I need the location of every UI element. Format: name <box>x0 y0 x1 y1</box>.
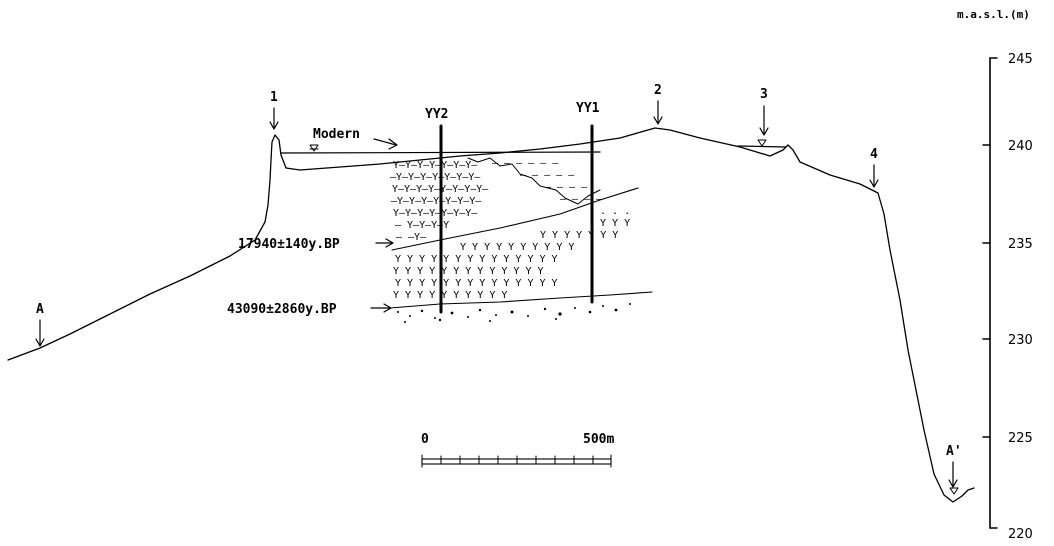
svg-text:— — — — —: — — — — — <box>520 170 575 181</box>
marker-2: 2 <box>653 83 663 125</box>
svg-text:— — — — — —: — — — — — — <box>492 158 559 169</box>
svg-text:Y Y Y Y Y Y Y Y Y Y: Y Y Y Y Y Y Y Y Y Y <box>393 290 507 301</box>
arrow-right-icon <box>375 238 394 248</box>
svg-text:— — — —: — — — — <box>560 194 603 205</box>
modern-annotation: Modern <box>313 127 398 150</box>
date-label: 43090±2860y.BP <box>227 302 337 317</box>
svg-text:—Y—Y—Y—Y—Y—Y—Y—: —Y—Y—Y—Y—Y—Y—Y— <box>390 172 481 183</box>
axis-tick-label: 220 <box>1008 527 1033 542</box>
svg-text:Y Y Y Y Y Y Y: Y Y Y Y Y Y Y <box>540 230 618 241</box>
lake-sediment-pattern: — — — — — — — — — — — — — — — — — — — . … <box>492 158 630 217</box>
elevation-axis: m.a.s.l.(m) 245 240 235 230 225 220 <box>957 8 1033 542</box>
marker-label: 3 <box>760 87 768 102</box>
axis-unit-label: m.a.s.l.(m) <box>957 8 1030 21</box>
unit-boundary-wavy <box>467 157 601 205</box>
water-level-symbol <box>757 139 767 147</box>
arrow-down-icon <box>948 461 958 488</box>
marker-4: 4 <box>869 147 879 188</box>
svg-text:Y Y Y Y Y Y Y Y Y Y: Y Y Y Y Y Y Y Y Y Y <box>460 242 574 253</box>
marker-label: A <box>36 302 44 317</box>
gravel-pattern <box>397 303 631 323</box>
date-annotation-upper: 17940±140y.BP <box>238 237 394 252</box>
scale-bar-ticks <box>421 454 612 468</box>
arrow-down-icon <box>869 164 879 188</box>
marker-label: A' <box>946 444 962 459</box>
ground-surface-line <box>7 127 975 503</box>
horizon-43090 <box>389 291 653 309</box>
arrow-down-icon <box>653 100 663 125</box>
marker-1: 1 <box>269 90 279 130</box>
loess-pattern: Y Y Y Y Y Y Y Y Y Y Y Y Y Y Y Y Y Y Y Y … <box>393 218 630 301</box>
svg-text:Y Y Y Y Y Y Y Y Y Y: Y Y Y Y Y Y Y Y Y Y Y Y Y <box>393 266 544 277</box>
arrow-down-icon <box>269 107 279 130</box>
svg-text:Y—Y—Y—Y—Y—Y—Y—: Y—Y—Y—Y—Y—Y—Y— <box>393 160 478 171</box>
svg-text:— —Y—: — —Y— <box>396 232 427 243</box>
svg-text:Y Y Y Y Y Y Y Y Y Y: Y Y Y Y Y Y Y Y Y Y Y Y Y Y <box>395 254 558 265</box>
scale-start-label: 0 <box>421 432 429 447</box>
axis-tick-label: 240 <box>1008 139 1033 154</box>
scale-bar: 0 500m <box>421 432 614 468</box>
water-level-symbol <box>949 487 959 495</box>
svg-text:—Y—Y—Y—Y—Y—Y—Y—: —Y—Y—Y—Y—Y—Y—Y— <box>391 196 482 207</box>
scale-end-label: 500m <box>583 432 614 447</box>
axis-tick-label: 225 <box>1008 431 1033 446</box>
arrow-right-icon <box>370 303 392 313</box>
marker-label: 4 <box>870 147 878 162</box>
marker-label: 1 <box>270 90 278 105</box>
marker-a: A <box>35 302 45 347</box>
horizon-17940 <box>391 187 639 251</box>
borehole-label-yy1: YY1 <box>576 101 600 116</box>
svg-text:Y Y Y Y Y Y Y Y Y Y: Y Y Y Y Y Y Y Y Y Y Y Y Y Y <box>395 278 558 289</box>
marker-a-prime: A' <box>946 444 962 488</box>
arrow-right-icon <box>373 138 398 150</box>
arrow-down-icon <box>35 319 45 347</box>
sediment-block: — — — — — — — — — — — — — — — — — — — . … <box>390 158 631 323</box>
axis-tick-label: 245 <box>1008 52 1033 67</box>
axis-tick-label: 230 <box>1008 333 1033 348</box>
marker-label: 2 <box>654 83 662 98</box>
date-annotation-lower: 43090±2860y.BP <box>227 302 392 317</box>
arrow-down-icon <box>759 105 769 136</box>
axis-tick-label: 235 <box>1008 237 1033 252</box>
svg-text:. . .: . . . <box>600 206 630 217</box>
marker-3: 3 <box>759 87 769 136</box>
borehole-label-yy2: YY2 <box>425 107 448 122</box>
modern-label: Modern <box>313 127 360 142</box>
svg-text:Y—Y—Y—Y—Y—Y—Y—: Y—Y—Y—Y—Y—Y—Y— <box>393 208 478 219</box>
svg-text:— — — —: — — — — <box>545 182 588 193</box>
date-label: 17940±140y.BP <box>238 237 340 252</box>
water-level-symbol <box>309 144 319 152</box>
svg-text:Y Y Y: Y Y Y <box>600 218 630 229</box>
svg-text:— Y—Y—Y—Y: — Y—Y—Y—Y <box>395 220 449 231</box>
